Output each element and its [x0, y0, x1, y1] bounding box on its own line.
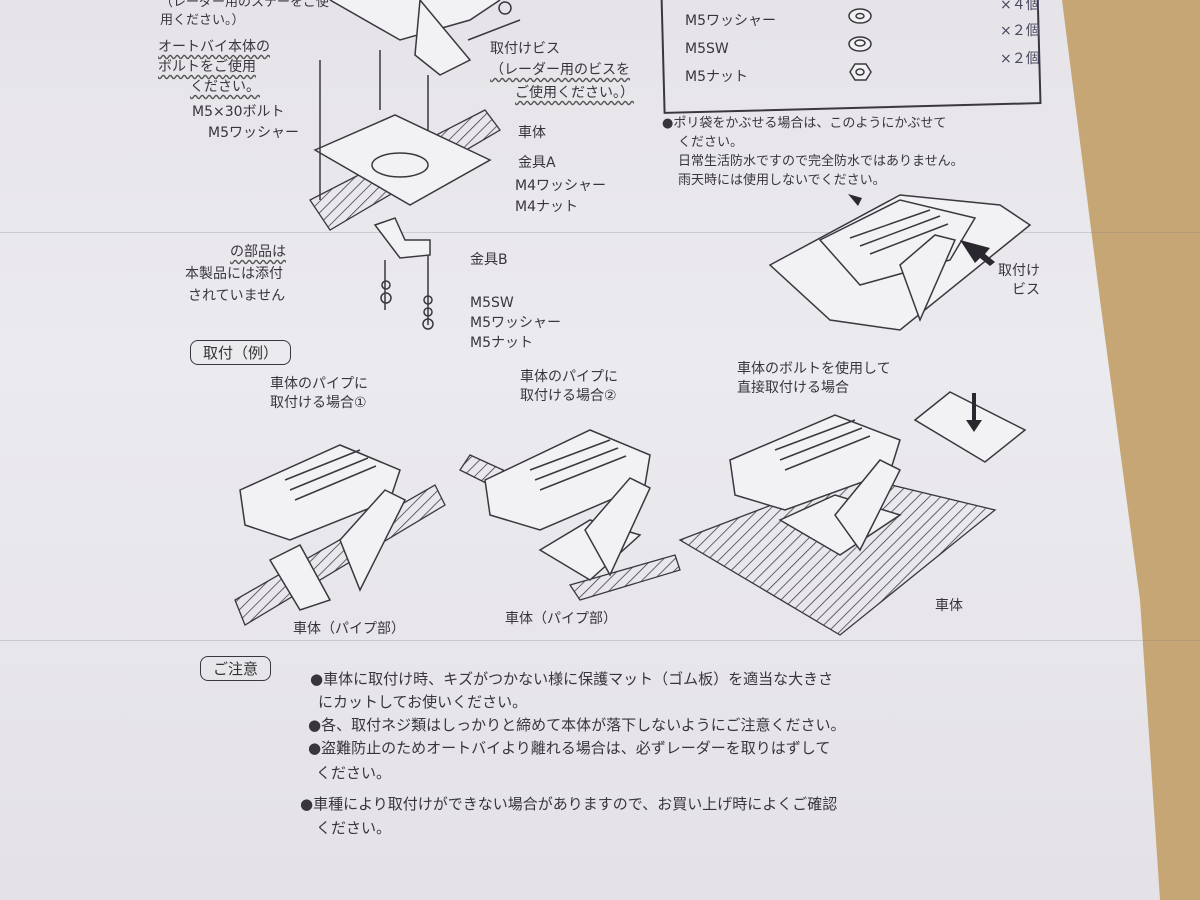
bag-note-line: ●ポリ袋をかぶせる場合は、このようにかぶせて: [662, 116, 947, 131]
arrow-icon: [848, 194, 862, 206]
radar-mount-example-2: [459, 429, 681, 601]
example-2-title: 取付ける場合②: [520, 388, 617, 404]
caution-line: ●各、取付ネジ類はしっかりと締めて本体が落下しないようにご注意ください。: [308, 716, 846, 734]
not-included-note-3: されていません: [188, 288, 286, 304]
m5-sw-label: M5SW: [470, 295, 514, 311]
caution-line: ください。: [316, 764, 392, 782]
not-included-note-1: の部品は: [230, 244, 286, 260]
example-1-caption: 車体（パイプ部）: [293, 621, 405, 637]
bagged-radar-drawing: [768, 194, 1032, 331]
stand-arm: [414, 0, 472, 76]
m5-nut-label: M5ナット: [470, 335, 533, 351]
example-3-title: 直接取付ける場合: [737, 380, 849, 396]
arrow-icon: [966, 393, 982, 432]
fold-line: [0, 640, 1200, 641]
screw-label: 取付けビス: [490, 41, 560, 57]
caution-line: にカットしてお使いください。: [318, 693, 528, 711]
mounting-heading: 取付（例）: [190, 340, 292, 365]
radar-mount-example-3: [678, 391, 1027, 636]
screw-note-1: （レーダー用のビスを: [490, 62, 630, 78]
bolt-label: M5×30ボルト: [192, 104, 285, 120]
nut-icon: [849, 63, 872, 81]
cautions-heading: ご注意: [200, 656, 272, 681]
spring-washer-icon: [848, 36, 872, 52]
example-2-title: 車体のパイプに: [520, 369, 618, 385]
parts-row-name: M5ワッシャー: [685, 13, 776, 29]
example-2-caption: 車体（パイプ部）: [505, 611, 617, 627]
caution-line: ください。: [316, 819, 392, 837]
bag-note-line: ください。: [678, 135, 744, 150]
screw-note-2: ご使用ください。）: [515, 85, 634, 101]
arrow-icon: [960, 240, 995, 266]
mounting-drawings: [234, 391, 1027, 636]
bracket-a: [313, 114, 492, 206]
bag-screw-label-1: 取付け: [998, 263, 1040, 279]
washer-label: M5ワッシャー: [208, 125, 299, 141]
m4-washer-label: M4ワッシャー: [515, 178, 606, 194]
example-1-title: 取付ける場合①: [270, 395, 367, 411]
bag-screw-label-2: ビス: [1012, 282, 1040, 298]
bag-note-line: 雨天時には使用しないでください。: [678, 173, 886, 188]
washer-icon: [848, 8, 872, 24]
not-included-note-2: 本製品には添付: [185, 266, 283, 282]
caution-line: ●盗難防止のためオートバイより離れる場合は、必ずレーダーを取りはずして: [308, 739, 831, 757]
example-3-title: 車体のボルトを使用して: [737, 361, 891, 377]
bracket-b: [373, 217, 431, 259]
bracket-b-label: 金具B: [470, 252, 508, 268]
body-label: 車体: [518, 125, 546, 141]
parts-row-name: M5ナット: [685, 69, 748, 85]
parts-row-qty: ×２個: [1000, 51, 1040, 67]
parts-row-name: M5SW: [685, 41, 729, 57]
stay-note: （レーダー用のステーをご使用ください。）: [160, 0, 330, 28]
bike-bolt-note-3: ください。: [190, 79, 260, 95]
bracket-a-label: 金具A: [518, 155, 556, 171]
parts-row-qty: ×４個: [1000, 0, 1040, 13]
caution-line: ●車種により取付けができない場合がありますので、お買い上げ時によくご確認: [300, 795, 838, 813]
m4-nut-label: M4ナット: [515, 199, 578, 215]
m5-washer-label: M5ワッシャー: [470, 315, 561, 331]
parts-row-qty: ×２個: [1000, 23, 1040, 39]
example-3-caption: 車体: [935, 598, 963, 614]
example-1-title: 車体のパイプに: [270, 376, 368, 392]
fold-line: [0, 232, 1200, 233]
bike-bolt-note-1: オートバイ本体の: [158, 39, 270, 55]
radar-mount-example-1: [234, 444, 446, 626]
bag-note-line: 日常生活防水ですので完全防水ではありません。: [678, 154, 964, 169]
bike-bolt-note-2: ボルトをご使用: [158, 59, 256, 75]
caution-line: ●車体に取付け時、キズがつかない様に保護マット（ゴム板）を適当な大きさ: [310, 670, 834, 688]
